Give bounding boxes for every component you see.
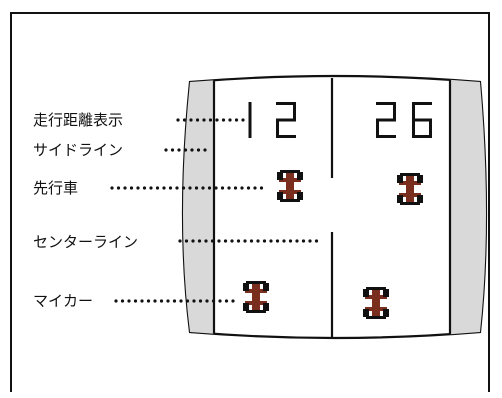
diagram-frame [10,12,490,392]
score-digit [376,102,396,138]
score-digit [412,102,432,138]
score-right-digits [376,102,432,138]
label-sideline: サイドライン [33,141,123,159]
score-digit [276,102,296,138]
tv-screen [181,74,488,340]
left-bezel-band [183,76,214,338]
label-lead-car: 先行車 [33,179,78,197]
score-digit [248,102,252,138]
score-left-digits [248,102,296,138]
right-bezel-band [450,76,486,338]
label-distance: 走行距離表示 [33,111,123,129]
label-center-line: センターライン [33,233,138,251]
label-my-car: マイカー [33,292,93,310]
